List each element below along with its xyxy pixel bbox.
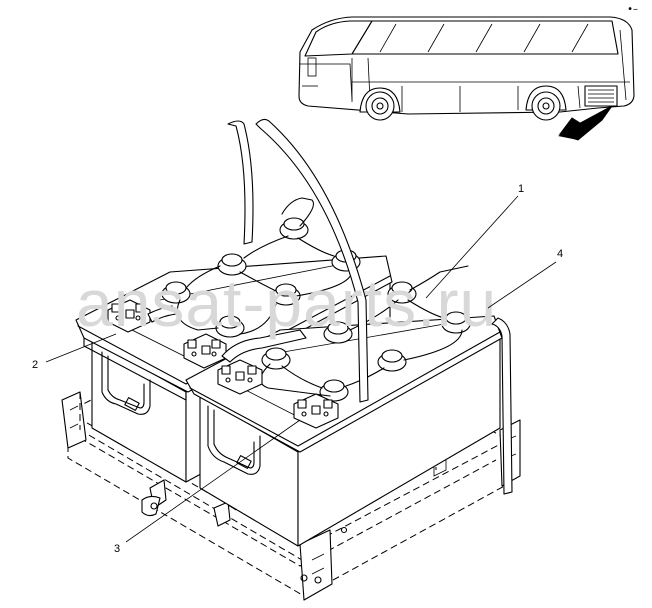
vent-tubes <box>176 197 469 397</box>
battery-caps <box>161 217 471 402</box>
cap <box>387 281 417 304</box>
cap <box>215 315 245 338</box>
terminal-clamp <box>107 299 151 333</box>
bus-locator-illustration <box>298 16 635 141</box>
corner-mark: •– <box>627 4 638 15</box>
terminal-clamp <box>183 333 227 369</box>
cap <box>217 253 247 276</box>
cap <box>161 281 191 304</box>
cap <box>377 349 407 372</box>
terminal-clamp <box>217 359 263 395</box>
cap <box>441 311 471 334</box>
cap <box>319 379 349 402</box>
callout-3: 3 <box>114 543 120 555</box>
callout-4: 4 <box>557 248 563 260</box>
cap <box>271 283 301 306</box>
terminal-clamp <box>293 393 339 429</box>
cap <box>323 321 353 344</box>
watermark-text: ansat-parts.ru <box>76 266 497 340</box>
callout-leaders <box>45 195 557 543</box>
cap <box>279 217 309 240</box>
vent-hoses-long <box>227 118 513 495</box>
callout-1: 1 <box>518 183 524 195</box>
callout-2: 2 <box>32 359 38 371</box>
terminal-clamps <box>107 299 339 429</box>
